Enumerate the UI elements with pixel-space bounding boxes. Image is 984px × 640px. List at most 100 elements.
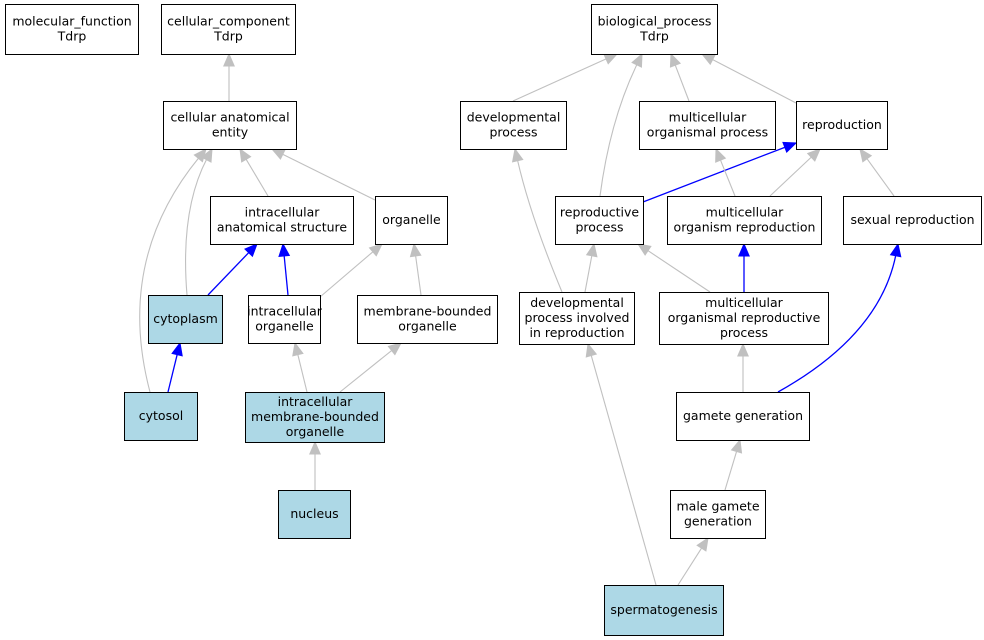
edge-developmental-process-involved-in-reproduction-to-reproductive-process [584,242,598,293]
edge-cytosol-to-cytoplasm-arrowhead [171,341,183,357]
edge-reproductive-process-to-biological-process [599,52,643,197]
node-label-line: organelle [398,319,457,334]
node-label-line: developmental [467,110,561,125]
edge-cytosol-to-cellular-anatomical-entity-arrowhead [193,148,207,163]
edge-reproductive-process-to-biological-process-arrowhead [631,52,643,68]
node-label-line: multicellular [669,110,748,125]
node-label-line: gamete generation [683,408,803,423]
edge-layer [139,52,902,586]
edge-multicellular-organismal-reproductive-process-to-reproductive-process [636,243,711,293]
edge-organelle-to-cellular-anatomical-entity-arrowhead [270,148,286,160]
node-cytoplasm[interactable]: cytoplasm [148,295,223,344]
edge-multicellular-organism-reproduction-to-reproduction [769,148,821,197]
node-box [148,295,223,344]
node-reproduction[interactable]: reproduction [796,101,888,150]
node-box [659,292,829,345]
node-box [555,196,644,245]
node-label-line: spermatogenesis [610,602,717,617]
node-label-line: in reproduction [529,325,624,340]
node-label-line: membrane-bounded [251,409,379,424]
node-gamete-generation[interactable]: gamete generation [676,392,810,441]
node-label-line: nucleus [290,506,338,521]
edge-multicellular-organismal-reproductive-process-to-multicellular-organism-reproduction-arrowhead [738,242,750,257]
node-label-line: biological_process [598,14,712,29]
node-box [245,392,385,443]
edge-nucleus-to-intracellular-membrane-bounded-organelle [309,440,321,490]
edge-spermatogenesis-to-developmental-process-involved-in-reproduction-line [590,354,657,586]
edge-intracellular-organelle-to-organelle-arrowhead [368,243,383,257]
node-spermatogenesis[interactable]: spermatogenesis [604,585,724,636]
edge-cytosol-to-cytoplasm [167,341,183,393]
edge-intracellular-organelle-to-intracellular-anatomical-structure-arrowhead [278,242,291,258]
edge-reproduction-to-biological-process-line [711,58,797,104]
node-label-line: intracellular [278,394,354,409]
node-label-line: organelle [382,212,441,227]
edge-organelle-to-cellular-anatomical-entity [270,148,376,201]
edge-intracellular-membrane-bounded-organelle-to-intracellular-organelle [292,341,308,393]
edge-sexual-reproduction-to-reproduction [859,147,895,197]
edge-spermatogenesis-to-male-gamete-generation-arrowhead [696,536,709,552]
node-label-line: organismal reproductive [668,310,821,325]
node-box [676,392,810,441]
node-organelle[interactable]: organelle [375,196,448,245]
edge-multicellular-organismal-process-to-biological-process-line [674,64,690,102]
edge-cytosol-to-cellular-anatomical-entity [139,148,207,393]
node-label-line: process [720,325,768,340]
node-cytosol[interactable]: cytosol [124,392,198,441]
edge-cytoplasm-to-cellular-anatomical-entity-line [185,158,208,296]
edge-gamete-generation-to-sexual-reproduction-line [777,254,897,393]
node-label-line: cytoplasm [153,311,218,326]
edge-organelle-to-cellular-anatomical-entity-line [281,153,376,201]
edge-membrane-bounded-organelle-to-organelle-line [414,254,422,296]
edge-intracellular-organelle-to-organelle [319,243,383,298]
edge-membrane-bounded-organelle-to-organelle-arrowhead [409,242,422,258]
node-box [604,585,724,636]
edge-multicellular-organism-reproduction-to-multicellular-organismal-process-arrowhead [715,147,727,163]
edge-sexual-reproduction-to-reproduction-arrowhead [859,147,873,163]
node-label-line: process [489,125,537,140]
edge-multicellular-organism-reproduction-to-multicellular-organismal-process-line [719,158,736,197]
node-label-line: sexual reproduction [850,212,974,227]
edge-intracellular-membrane-bounded-organelle-to-intracellular-organelle-line [297,353,308,393]
edge-male-gamete-generation-to-gamete-generation-line [724,450,738,491]
node-box [375,196,448,245]
edge-gamete-generation-to-multicellular-organismal-reproductive-process-arrowhead [737,342,749,357]
edge-cytoplasm-to-intracellular-anatomical-structure-arrowhead [244,243,258,258]
node-label-line: organism reproduction [674,220,816,235]
node-box [5,4,139,55]
edge-cytosol-to-cytoplasm-line [167,353,179,393]
node-box [639,101,776,150]
edge-intracellular-organelle-to-organelle-line [319,250,374,298]
node-sexual-reproduction[interactable]: sexual reproduction [843,196,982,245]
edge-intracellular-organelle-to-intracellular-anatomical-structure-line [283,254,289,296]
node-nucleus[interactable]: nucleus [278,490,351,539]
edge-intracellular-anatomical-structure-to-cellular-anatomical-entity-arrowhead [239,147,252,163]
node-label-line: process involved [525,310,630,325]
node-label-line: multicellular [706,205,785,220]
edge-multicellular-organismal-reproductive-process-to-multicellular-organism-reproduction [738,242,750,292]
node-label-line: anatomical structure [217,220,347,235]
node-label-line: male gamete [676,499,759,514]
node-label-line: organelle [255,319,314,334]
node-box [670,490,766,539]
edge-male-gamete-generation-to-gamete-generation [724,438,743,491]
edge-developmental-process-to-biological-process-arrowhead [603,53,619,65]
node-label-line: intracellular [247,304,323,319]
node-label-line: membrane-bounded [364,304,492,319]
